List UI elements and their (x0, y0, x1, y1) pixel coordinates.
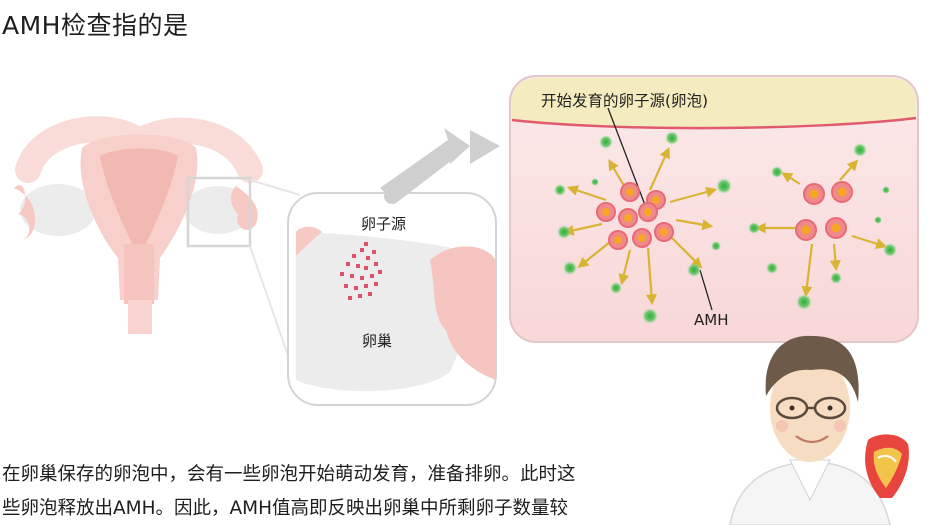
paragraph-line-2: 些卵泡释放出AMH。因此，AMH值高即反映出卵巢中所剩卵子数量较 (2, 498, 569, 519)
egg-source-label: 卵子源 (361, 215, 407, 233)
follicle-panel (509, 75, 919, 343)
follicle-cluster-left (596, 182, 674, 250)
explanation-paragraph: 在卵巢保存的卵泡中，会有一些卵泡开始萌动发育，准备排卵。此时这 些卵泡释放出AM… (2, 458, 576, 526)
zoom-box (186, 176, 252, 248)
left-ovary (20, 184, 96, 236)
amh-label: AMH (694, 311, 729, 329)
page-title: AMH检查指的是 (2, 11, 189, 40)
ovary-label: 卵巢 (362, 332, 393, 350)
follicle-cluster-right (795, 181, 853, 241)
egg-source-dots (340, 242, 382, 300)
uterus-icon (865, 434, 909, 498)
uterus-illustration (14, 116, 263, 334)
follicle-label: 开始发育的卵子源(卵泡) (541, 92, 709, 110)
paragraph-line-1: 在卵巢保存的卵泡中，会有一些卵泡开始萌动发育，准备排卵。此时这 (2, 464, 576, 485)
amh-dots (554, 131, 897, 324)
doctor-illustration (729, 335, 891, 525)
